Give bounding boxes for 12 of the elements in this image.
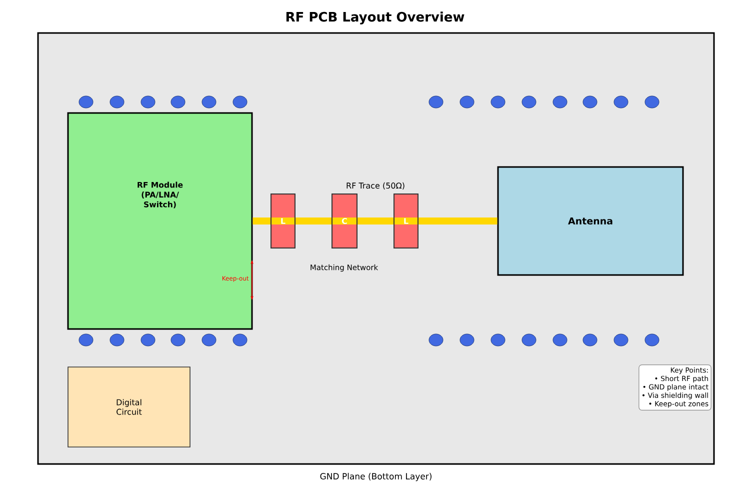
edge-label: RF Trace (50Ω) (346, 182, 404, 190)
trace (296, 218, 332, 224)
component-box: L (270, 194, 296, 248)
node-label: GND Plane (Bottom Layer) (320, 472, 432, 482)
trace (252, 218, 270, 224)
component-box: C (332, 194, 358, 248)
component-box: L (394, 194, 418, 248)
antenna-box: Antenna (497, 166, 684, 276)
trace (358, 218, 394, 224)
trace (418, 218, 498, 224)
title: RF PCB Layout Overview (286, 12, 464, 24)
circuit-box: Digital Circuit (68, 366, 190, 448)
